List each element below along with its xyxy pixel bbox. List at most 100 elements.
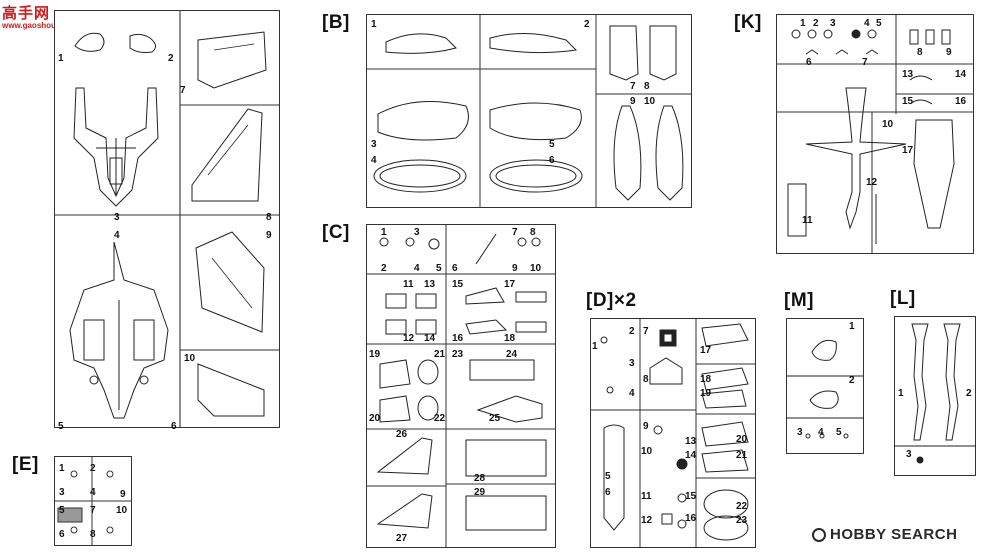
- sprue-a-part-3: [73, 87, 159, 207]
- sprue-k-label-15: 15: [902, 96, 914, 107]
- sprue-d-label-10: 10: [641, 446, 653, 457]
- sprue-k-label-16: 16: [955, 96, 967, 107]
- sprue-k-runners: [776, 14, 974, 254]
- sprue-b-parts: [373, 25, 684, 201]
- sprue-k-code: [K]: [734, 12, 762, 33]
- sprue-c-label-13: 13: [424, 279, 436, 290]
- sprue-m-label-2: 2: [849, 375, 855, 386]
- sprue-l-label-1: 1: [898, 388, 904, 399]
- sprue-k-label-4: 4: [864, 18, 870, 29]
- sprue-b-label-6: 6: [549, 155, 555, 166]
- sprue-e-label-1: 1: [59, 463, 65, 474]
- sprue-c-runners: [366, 224, 556, 548]
- watermark-brand: 高手网: [2, 5, 51, 22]
- sprue-c-label-5: 5: [436, 263, 442, 274]
- sprue-b-label-2: 2: [584, 19, 590, 30]
- sprue-e-label-2: 2: [90, 463, 96, 474]
- sprue-d-label-21: 21: [736, 450, 748, 461]
- sprue-e-label-4: 4: [90, 487, 96, 498]
- sprue-c-label-20: 20: [369, 413, 381, 424]
- sprue-k-label-13: 13: [902, 69, 914, 80]
- sprue-b-label-7: 7: [630, 81, 636, 92]
- sprue-d-label-22: 22: [736, 501, 748, 512]
- sprue-b-label-5: 5: [549, 139, 555, 150]
- sprue-e-label-3: 3: [59, 487, 65, 498]
- sprue-a-label-2: 2: [168, 53, 174, 64]
- sprue-d-label-20: 20: [736, 434, 748, 445]
- sprue-c-label-17: 17: [504, 279, 516, 290]
- sprue-d-label-12: 12: [641, 515, 653, 526]
- sprue-d-label-8: 8: [643, 374, 649, 385]
- sprue-a-label-10: 10: [184, 353, 196, 364]
- sprue-k-label-8: 8: [917, 47, 923, 58]
- sprue-l: [894, 316, 976, 476]
- sprue-k-label-9: 9: [946, 47, 952, 58]
- sprue-d-label-6: 6: [605, 487, 611, 498]
- sprue-c-label-1: 1: [381, 227, 387, 238]
- hobby-search-watermark: HOBBY SEARCH: [812, 526, 957, 543]
- sprue-c-label-2: 2: [381, 263, 387, 274]
- sprue-b-label-10: 10: [644, 96, 656, 107]
- sprue-c-label-4: 4: [414, 263, 420, 274]
- sprue-c-label-14: 14: [424, 333, 436, 344]
- sprue-m-label-4: 4: [818, 427, 824, 438]
- sprue-b-label-9: 9: [630, 96, 636, 107]
- sprue-e-runners: [54, 456, 132, 546]
- sprue-d-label-13: 13: [685, 436, 697, 447]
- sprue-k-label-12: 12: [866, 177, 878, 188]
- sprue-e-label-8: 8: [90, 529, 96, 540]
- sprue-k-label-14: 14: [955, 69, 967, 80]
- sprue-a-label-7: 7: [180, 85, 186, 96]
- sprue-e-label-10: 10: [116, 505, 128, 516]
- sprue-a-part-9: [195, 231, 265, 333]
- sprue-m-label-1: 1: [849, 321, 855, 332]
- sprue-m-label-3: 3: [797, 427, 803, 438]
- sprue-d-label-1: 1: [592, 341, 598, 352]
- sprue-k: [776, 14, 974, 254]
- sprue-c-label-11: 11: [403, 279, 414, 290]
- sprue-b-label-8: 8: [644, 81, 650, 92]
- sprue-c-label-27: 27: [396, 533, 408, 544]
- sprue-k-label-2: 2: [813, 18, 819, 29]
- sprue-d-parts: [600, 323, 749, 541]
- watermark-url: www.gaoshou.com: [2, 21, 75, 30]
- sprue-c-label-15: 15: [452, 279, 464, 290]
- sprue-b-label-3: 3: [371, 139, 377, 150]
- sprue-c-label-29: 29: [474, 487, 486, 498]
- sprue-c-label-6: 6: [452, 263, 458, 274]
- hobby-search-text: HOBBY SEARCH: [830, 526, 958, 543]
- sprue-d-code: [D]×2: [586, 290, 637, 311]
- sprue-c-label-12: 12: [403, 333, 415, 344]
- sprue-l-code: [L]: [890, 288, 916, 309]
- sprue-a-label-5: 5: [58, 421, 64, 432]
- sprue-c-label-8: 8: [530, 227, 536, 238]
- sprue-l-label-3: 3: [906, 449, 912, 460]
- sprue-c-label-16: 16: [452, 333, 464, 344]
- sprue-c-label-28: 28: [474, 473, 486, 484]
- sprue-e-label-5: 5: [59, 505, 65, 516]
- sprue-d-label-2: 2: [629, 326, 635, 337]
- sprue-a-label-1: 1: [58, 53, 64, 64]
- sprue-d-label-3: 3: [629, 358, 635, 369]
- sprue-b-label-1: 1: [371, 19, 377, 30]
- sprue-m-parts: [786, 339, 864, 439]
- sprue-c-label-3: 3: [414, 227, 420, 238]
- sprue-c-label-21: 21: [434, 349, 446, 360]
- sprue-c-label-19: 19: [369, 349, 381, 360]
- sprue-e-label-9: 9: [120, 489, 126, 500]
- sprue-b: [366, 14, 692, 208]
- sprue-a-label-6: 6: [171, 421, 177, 432]
- sprue-d-label-23: 23: [736, 515, 748, 526]
- sprue-d-label-17: 17: [700, 345, 712, 356]
- sprue-d-label-4: 4: [629, 388, 635, 399]
- sprue-c-code: [C]: [322, 222, 350, 243]
- site-watermark: 高手网 www.gaoshou.com: [2, 2, 75, 30]
- sprue-a-part-1-2: [74, 32, 156, 53]
- sprue-d-label-14: 14: [685, 450, 697, 461]
- sprue-d-label-16: 16: [685, 513, 697, 524]
- sprue-c-label-25: 25: [489, 413, 501, 424]
- sprue-k-label-7: 7: [862, 57, 868, 68]
- sprue-a-part-10: [197, 363, 265, 417]
- sprue-d-label-5: 5: [605, 471, 611, 482]
- sprue-k-label-1: 1: [800, 18, 806, 29]
